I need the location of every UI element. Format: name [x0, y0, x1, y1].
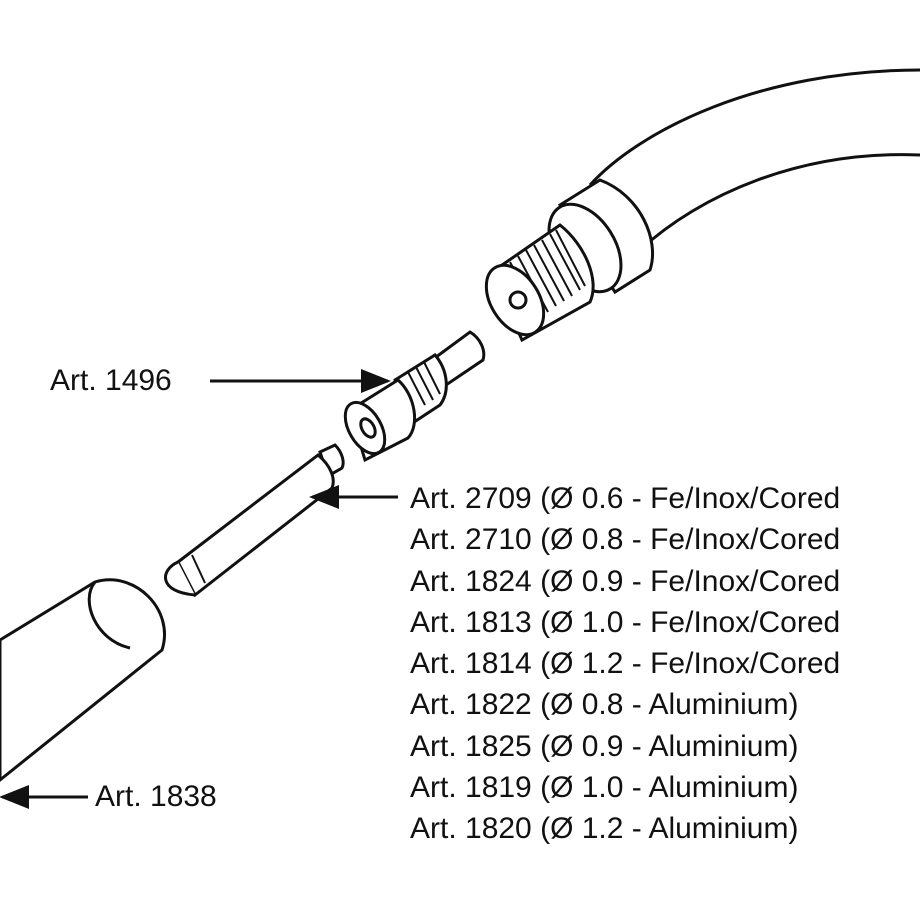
contact-tip	[164, 443, 345, 598]
gas-nozzle	[0, 578, 166, 782]
label-tip-adapter: Art. 1496	[50, 364, 172, 397]
list-item: Art. 1814 (Ø 1.2 - Fe/Inox/Cored	[410, 647, 841, 681]
contact-tip-list: Art. 2709 (Ø 0.6 - Fe/Inox/Cored Art. 27…	[410, 482, 841, 856]
label-nozzle: Art. 1838	[95, 780, 217, 813]
list-item: Art. 1825 (Ø 0.9 - Aluminium)	[410, 729, 799, 763]
list-item: Art. 2709 (Ø 0.6 - Fe/Inox/Cored	[410, 482, 841, 515]
torch-neck	[588, 68, 920, 252]
list-item: Art. 1813 (Ø 1.0 - Fe/Inox/Cored	[410, 605, 841, 639]
list-item: Art. 1819 (Ø 1.0 - Aluminium)	[410, 771, 799, 805]
threaded-body	[484, 223, 595, 343]
list-item: Art. 1824 (Ø 0.9 - Fe/Inox/Cored	[410, 564, 841, 598]
list-item: Art. 1820 (Ø 1.2 - Aluminium)	[410, 812, 799, 846]
list-item: Art. 2710 (Ø 0.8 - Fe/Inox/Cored	[410, 523, 841, 557]
leader-arrows	[0, 369, 398, 809]
tip-adapter	[343, 330, 486, 463]
list-item: Art. 1822 (Ø 0.8 - Aluminium)	[410, 688, 799, 722]
